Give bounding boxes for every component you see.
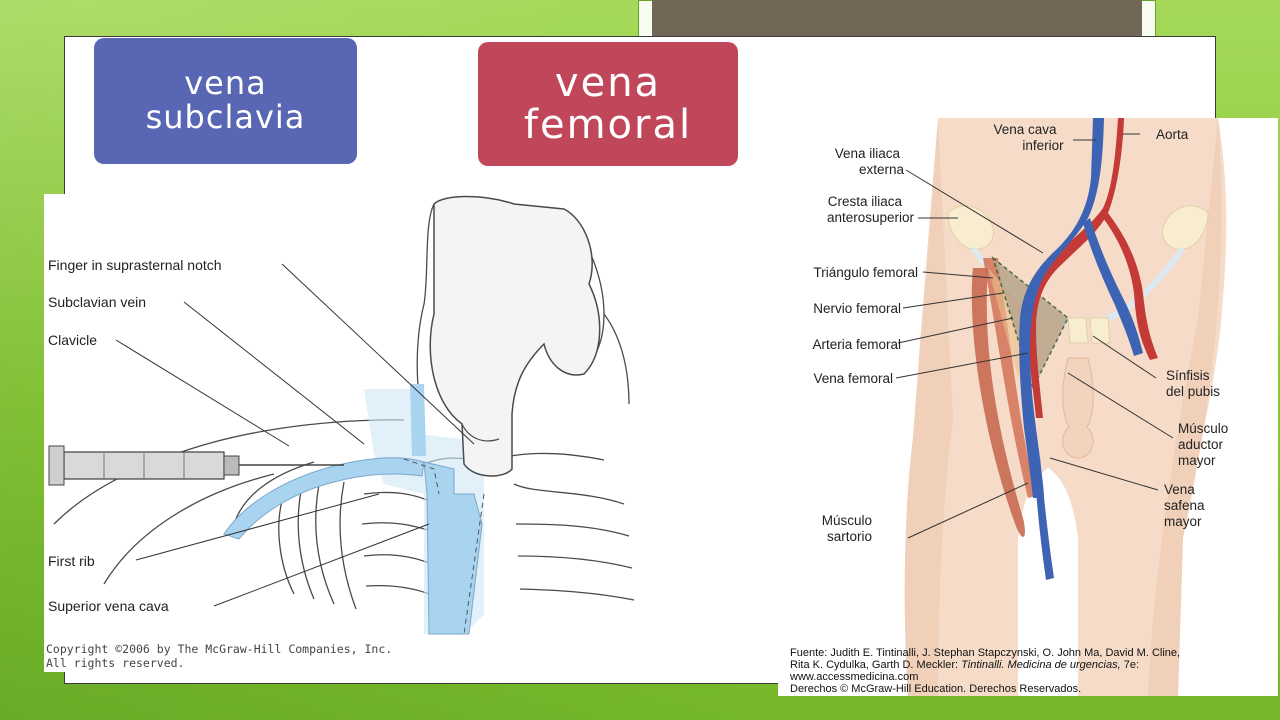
source-line2: Rita K. Cydulka, Garth D. Meckler: Tinti… <box>790 659 1270 671</box>
label-arteria-femoral: Arteria femoral <box>812 337 901 352</box>
source-line4: Derechos © McGraw-Hill Education. Derech… <box>790 683 1082 695</box>
label-sinfisis-2: del pubis <box>1166 384 1220 399</box>
label-safena-3: mayor <box>1164 514 1202 529</box>
subclavian-drawing: Finger in suprasternal notch Subclavian … <box>48 195 635 635</box>
label-safena-2: safena <box>1164 498 1205 513</box>
femoral-label-line2: femoral <box>523 102 693 148</box>
label-vena-cava-2: inferior <box>1022 138 1064 153</box>
subclavian-label-line1: vena <box>184 64 267 103</box>
label-finger-notch: Finger in suprasternal notch <box>48 257 222 273</box>
label-safena-1: Vena <box>1164 482 1195 497</box>
left-copyright: Copyright ©2006 by The McGraw-Hill Compa… <box>46 642 516 670</box>
source-line2-prefix: Rita K. Cydulka, Garth D. Meckler: <box>790 659 962 671</box>
label-sinfisis-1: Sínfisis <box>1166 368 1210 383</box>
source-line1: Fuente: Judith E. Tintinalli, J. Stephan… <box>790 647 1181 659</box>
femoral-label-line1: vena <box>554 60 662 106</box>
label-aductor-2: aductor <box>1178 437 1224 452</box>
source-line2-title: Tintinalli. Medicina de urgencias, <box>961 659 1121 671</box>
subclavian-label-line2: subclavia <box>145 98 306 136</box>
label-vena-iliaca-1: Vena iliaca <box>835 146 901 161</box>
label-superior-vena-cava: Superior vena cava <box>48 598 169 614</box>
femoral-vein-label: vena femoral <box>478 42 738 166</box>
subclavian-vein-label: vena subclavia <box>94 38 357 164</box>
label-musculo-sartorio-1: Músculo <box>822 513 872 528</box>
copyright-line2: All rights reserved. <box>46 656 185 670</box>
label-cresta-iliaca-2: anterosuperior <box>827 210 915 225</box>
label-musculo-sartorio-2: sartorio <box>827 529 872 544</box>
label-first-rib: First rib <box>48 553 95 569</box>
source-citation: Fuente: Judith E. Tintinalli, J. Stephan… <box>790 647 1270 695</box>
label-vena-femoral: Vena femoral <box>813 371 893 386</box>
femoral-drawing: Vena iliaca externa Cresta iliaca antero… <box>812 118 1228 696</box>
label-vena-cava-1: Vena cava <box>993 122 1057 137</box>
label-nervio-femoral: Nervio femoral <box>813 301 901 316</box>
label-cresta-iliaca-1: Cresta iliaca <box>828 194 903 209</box>
label-aorta: Aorta <box>1156 127 1189 142</box>
label-triangulo-femoral: Triángulo femoral <box>813 265 918 280</box>
subclavian-illustration: Finger in suprasternal notch Subclavian … <box>44 194 644 672</box>
label-clavicle: Clavicle <box>48 332 97 348</box>
source-line2-suffix: 7e: <box>1120 659 1140 671</box>
label-vena-iliaca-2: externa <box>859 162 905 177</box>
label-aductor-1: Músculo <box>1178 421 1228 436</box>
label-subclavian-vein: Subclavian vein <box>48 294 146 310</box>
label-aductor-3: mayor <box>1178 453 1216 468</box>
femoral-illustration: Vena iliaca externa Cresta iliaca antero… <box>778 118 1278 696</box>
source-line3: www.accessmedicina.com <box>790 671 919 683</box>
copyright-line1: Copyright ©2006 by The McGraw-Hill Compa… <box>46 642 393 656</box>
